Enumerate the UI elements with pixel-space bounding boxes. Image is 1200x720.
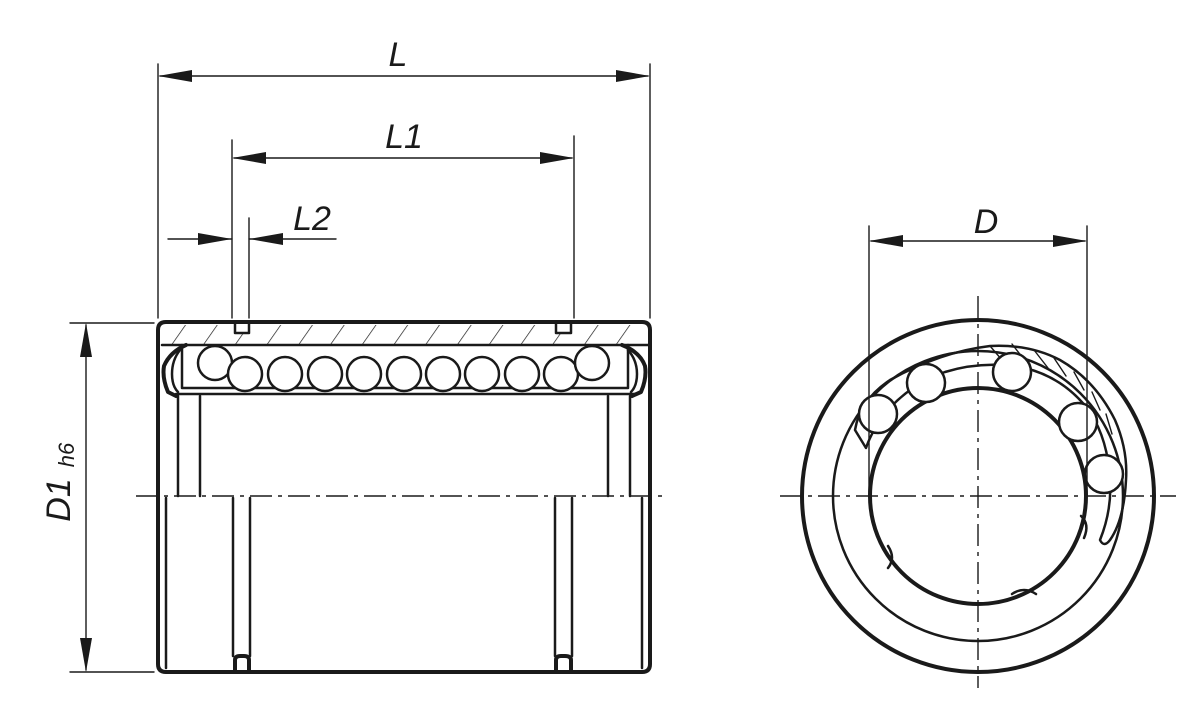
- ball-partial: [1010, 588, 1038, 596]
- dimension-D1: D1 h6: [40, 322, 155, 673]
- dimension-L1: L1: [231, 118, 575, 319]
- groove-left-bottom: [233, 654, 251, 674]
- label-L: L: [389, 36, 408, 74]
- ball-partial: [886, 544, 894, 570]
- ball: [226, 355, 264, 393]
- ball: [1083, 453, 1125, 495]
- groove-right-top: [554, 320, 573, 335]
- end-view: [780, 296, 1176, 688]
- ball: [542, 355, 580, 393]
- ball: [385, 355, 423, 393]
- ball: [345, 355, 383, 393]
- bearing-body-outline: [156, 320, 652, 674]
- ball: [266, 355, 304, 393]
- groove-right-bottom: [554, 654, 573, 674]
- ball-row: [196, 344, 611, 393]
- seal-right-inner: [626, 348, 639, 394]
- ball: [857, 393, 899, 435]
- ball: [424, 355, 462, 393]
- label-D1-tolerance: h6: [54, 442, 79, 467]
- label-D1: D1: [40, 478, 78, 521]
- side-view: [136, 320, 668, 674]
- ball: [573, 344, 611, 382]
- dimension-L2: L2: [167, 200, 337, 319]
- seal-left-inner: [170, 348, 182, 394]
- dimension-L: L: [157, 36, 651, 319]
- ball: [503, 355, 541, 393]
- hatched-section: [162, 325, 648, 345]
- ball: [306, 355, 344, 393]
- dimension-D: D: [868, 203, 1088, 497]
- ball-partial: [1079, 514, 1088, 540]
- ball: [1057, 401, 1099, 443]
- ball: [991, 351, 1033, 393]
- ball: [463, 355, 501, 393]
- seal-left: [161, 343, 188, 398]
- ball: [905, 362, 947, 404]
- groove-left-top: [233, 320, 251, 335]
- label-L1: L1: [385, 118, 423, 156]
- label-D: D: [974, 203, 999, 241]
- label-L2: L2: [293, 200, 331, 238]
- seal-right: [620, 343, 648, 398]
